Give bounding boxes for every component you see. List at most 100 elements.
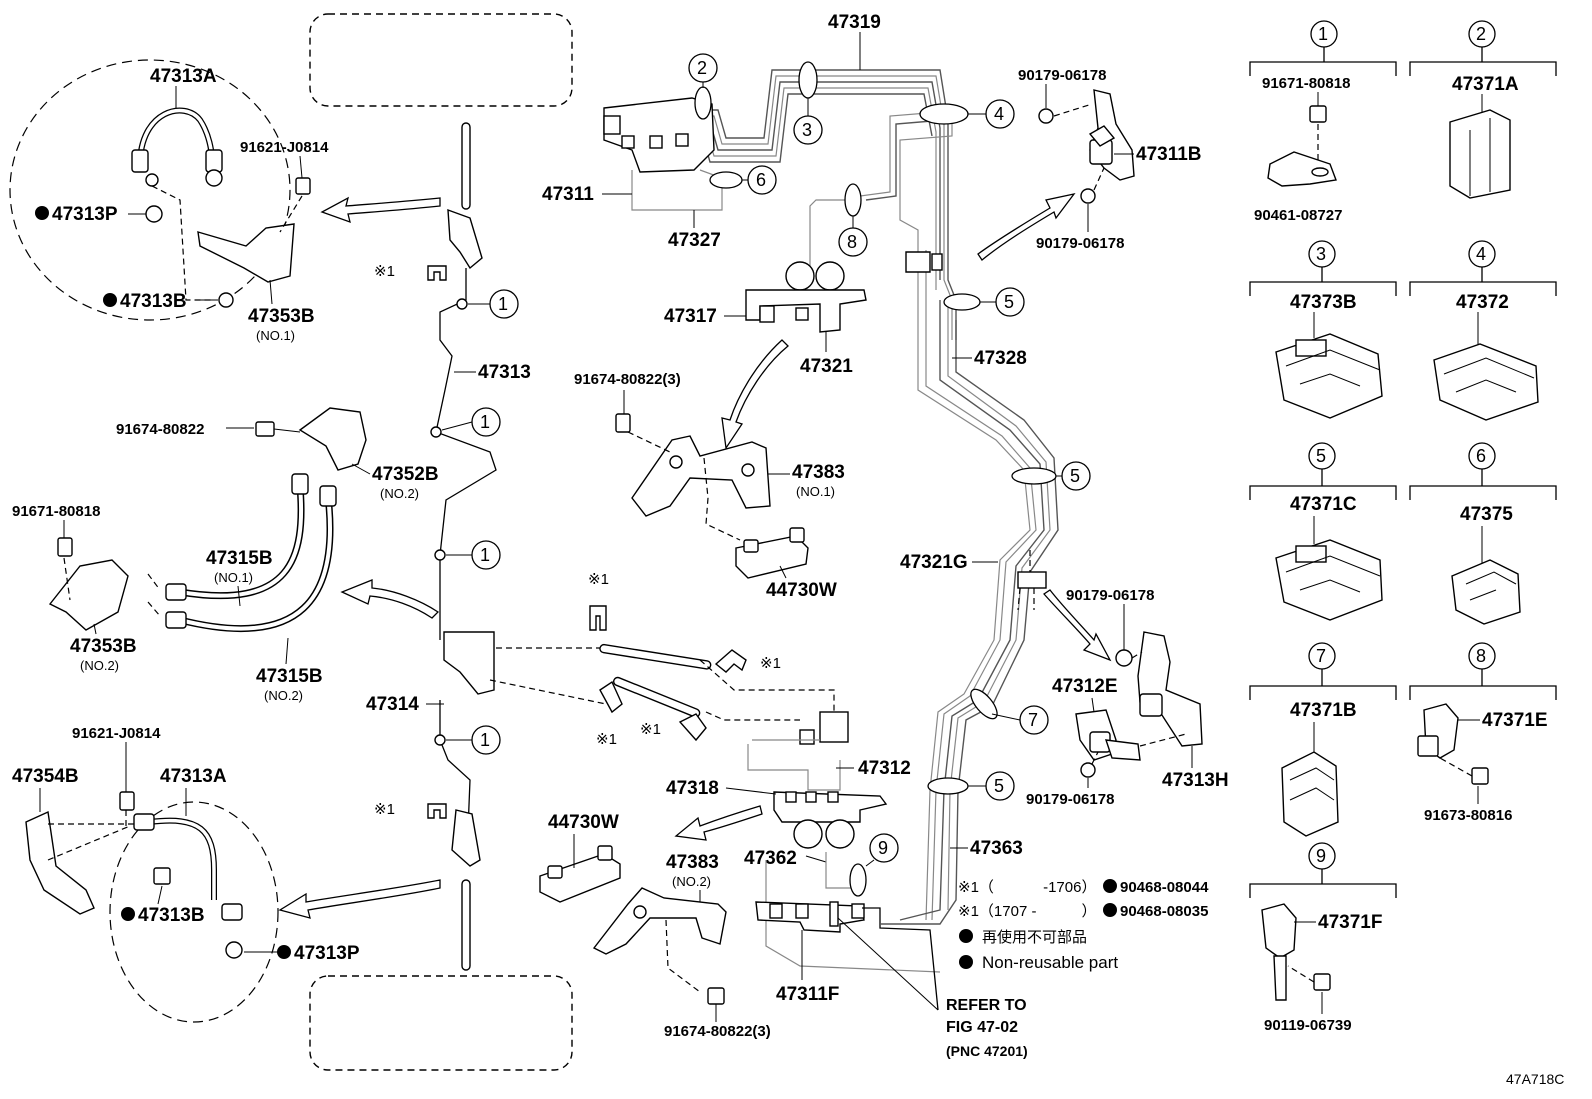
callout-8 — [838, 227, 868, 257]
label-47313B-bottom: 47313B — [138, 905, 205, 926]
note2-label: ※1（1707 - ） — [958, 903, 1096, 920]
bracket-47383-no2 — [592, 887, 727, 955]
svg-text:3: 3 — [1316, 244, 1326, 264]
svg-text:1: 1 — [480, 545, 490, 565]
label-47313B-top: 47313B — [120, 291, 187, 312]
label-47362: 47362 — [744, 848, 797, 869]
label-47383-no1: 47383 — [792, 462, 845, 483]
label-47313P-bottom: 47313P — [294, 943, 360, 964]
label-91674-80822-3-b: 91674-80822(3) — [664, 1023, 771, 1040]
svg-text:5: 5 — [1004, 292, 1014, 312]
panel-1-bolt: 91671-80818 — [1262, 75, 1350, 92]
panel-8-bolt: 91673-80816 — [1424, 807, 1512, 824]
arrow-to-bottom-hose — [278, 879, 441, 919]
clip-panel: 1 91671-80818 90461-08727 2 47371A 3 473… — [1249, 20, 1557, 1034]
label-47313H: 47313H — [1162, 770, 1229, 791]
clip-2-marker — [694, 86, 712, 120]
label-47314: 47314 — [366, 694, 419, 715]
label-47321: 47321 — [800, 356, 853, 377]
svg-text:7: 7 — [1316, 646, 1326, 666]
label-47311B: 47311B — [1136, 144, 1202, 165]
svg-text:4: 4 — [994, 104, 1004, 124]
panel-1-clamp: 90461-08727 — [1254, 207, 1342, 224]
label-47318: 47318 — [666, 778, 719, 799]
clip-4-marker — [919, 103, 969, 125]
svg-text:2: 2 — [1476, 24, 1486, 44]
label-47315B-no2-sub: (NO.2) — [264, 688, 303, 703]
bracket-47353B-no1 — [197, 223, 295, 283]
label-47353B-no1: 47353B — [248, 306, 315, 327]
clip-5-marker-b — [1011, 467, 1057, 485]
label-47353B-no2: 47353B — [70, 636, 137, 657]
callout-5-c — [985, 771, 1015, 801]
clip-mark-b: ※1 — [760, 655, 781, 672]
svg-text:6: 6 — [1476, 446, 1486, 466]
panel-4-clip: 47372 — [1456, 292, 1509, 313]
clip-5-marker-c — [927, 777, 969, 795]
arrow-to-top-hose — [320, 196, 441, 224]
label-47315B-no1: 47315B — [206, 548, 273, 569]
panel-3-clip: 47373B — [1290, 292, 1357, 313]
brake-tube-left — [435, 122, 497, 971]
nonreusable-dot-47313P-top — [35, 206, 49, 220]
clip-5-marker-a — [943, 293, 981, 311]
detail-circle-top — [9, 59, 291, 321]
label-90179-b: 90179-06178 — [1036, 235, 1124, 252]
clip-mark-upper: ※1 — [374, 263, 395, 280]
callout-6 — [747, 165, 777, 195]
note2-part: 90468-08035 — [1120, 903, 1208, 920]
svg-text:3: 3 — [802, 120, 812, 140]
callout-9 — [869, 833, 899, 863]
clip-mark-a: ※1 — [588, 571, 609, 588]
label-47313A-top: 47313A — [150, 66, 217, 87]
svg-text:5: 5 — [994, 776, 1004, 796]
hose-47313A-top — [137, 107, 217, 171]
valve-44730W-upper — [735, 527, 809, 579]
label-47313A-bottom: 47313A — [160, 766, 227, 787]
clip-9-marker — [849, 863, 867, 897]
label-47383-no2: 47383 — [666, 852, 719, 873]
label-47315B-no2: 47315B — [256, 666, 323, 687]
arrow-to-47312E — [1043, 589, 1112, 662]
nonreusable-dot-47313B-top — [103, 293, 117, 307]
label-90179-d: 90179-06178 — [1026, 791, 1114, 808]
callout-1-d — [471, 725, 501, 755]
label-44730W-upper: 44730W — [766, 580, 837, 601]
label-47328: 47328 — [974, 348, 1027, 369]
clip-3-marker — [798, 61, 818, 99]
svg-text:5: 5 — [1070, 466, 1080, 486]
label-90179-c: 90179-06178 — [1066, 587, 1154, 604]
tube-short-lower — [613, 676, 701, 718]
svg-text:6: 6 — [756, 170, 766, 190]
clip-mark-d: ※1 — [640, 721, 661, 738]
arrow-to-47311B — [977, 193, 1076, 261]
svg-text:1: 1 — [480, 412, 490, 432]
nonreuse-dot-jp — [959, 929, 973, 943]
panel-9-clip: 47371F — [1318, 912, 1382, 933]
label-47353B-no2-sub: (NO.2) — [80, 658, 119, 673]
bracket-47311B — [1088, 89, 1135, 181]
nonreuse-dot-en — [959, 955, 973, 969]
svg-text:7: 7 — [1028, 710, 1038, 730]
bracket-47313H — [1137, 631, 1203, 747]
empty-label-box-bottom — [309, 975, 573, 1071]
label-91621-bottom: 91621-J0814 — [72, 725, 161, 742]
callout-5-a — [995, 287, 1025, 317]
label-91671-80818-left: 91671-80818 — [12, 503, 100, 520]
panel-8-clip: 47371E — [1482, 710, 1548, 731]
panel-2-clip: 47371A — [1452, 74, 1519, 95]
label-47327: 47327 — [668, 230, 721, 251]
label-47317: 47317 — [664, 306, 717, 327]
label-47315B-no1-sub: (NO.1) — [214, 570, 253, 585]
svg-text:5: 5 — [1316, 446, 1326, 466]
panel-7-clip: 47371B — [1290, 700, 1357, 721]
label-47312E: 47312E — [1052, 676, 1118, 697]
label-47311: 47311 — [542, 184, 594, 205]
arrow-to-47383-no1 — [721, 339, 789, 450]
note1-label: ※1（ -1706） — [958, 879, 1096, 896]
valve-44730W-lower — [539, 845, 621, 903]
clip-mark-c: ※1 — [596, 731, 617, 748]
svg-text:2: 2 — [697, 58, 707, 78]
label-47383-no2-sub: (NO.2) — [672, 874, 711, 889]
empty-label-box-top — [309, 13, 573, 107]
